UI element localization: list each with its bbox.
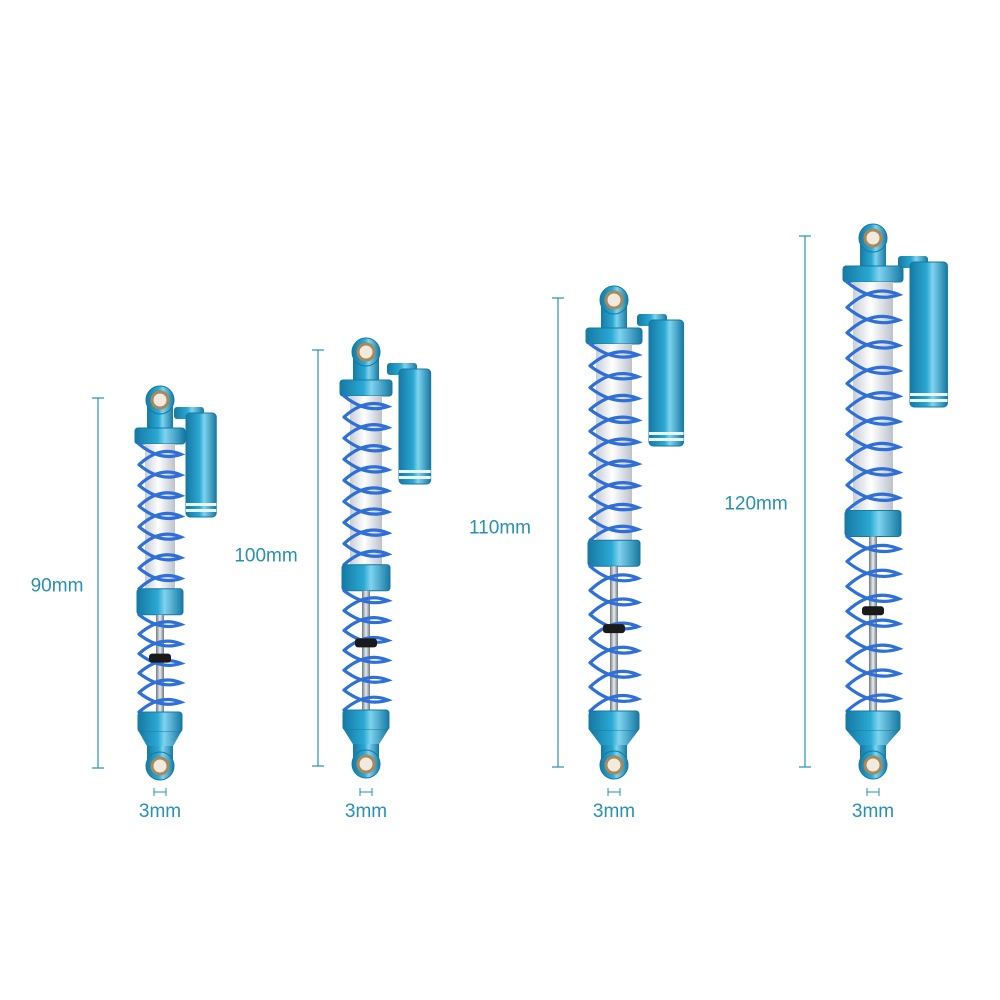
shock-1-bottom-taper [139, 732, 181, 748]
shock-4-top-collar [842, 265, 904, 283]
shock-3-bottom-taper [590, 731, 638, 747]
shock-1-bore-label: 3mm [138, 801, 182, 822]
shock-3-reservoir-ring-2 [649, 438, 684, 441]
shock-3-top-bushing [604, 290, 624, 310]
shock-1-reservoir-ring-2 [186, 509, 217, 512]
shock-1-length-label: 90mm [30, 575, 84, 597]
shock-3-bottom-collar [588, 710, 640, 732]
shock-3-bump-stop [603, 624, 625, 634]
shock-4-upper-spring [845, 280, 904, 513]
shock-4-bottom-taper [847, 731, 899, 747]
shock-4-spring-divider [844, 510, 902, 538]
shock-4-lower-spring [845, 534, 904, 713]
shock-1-bottom-collar [137, 711, 183, 733]
shock-2-top-collar [339, 379, 393, 397]
shock-3-reservoir-ring-1 [649, 432, 684, 435]
shock-4-length-label: 120mm [724, 493, 788, 515]
shock-3-top-collar [585, 327, 643, 345]
shock-1-lower-spring [137, 613, 186, 714]
shock-3-length-label: 110mm [469, 517, 531, 539]
shock-4-bottom-bushing [863, 755, 883, 775]
shock-2-upper-spring [342, 394, 393, 567]
shock-3-shaft [610, 566, 618, 711]
shock-2-bottom-taper [344, 730, 388, 746]
shock-1-bump-stop [149, 653, 171, 663]
shock-1-spring-divider [136, 588, 184, 616]
shock-2-length-label: 100mm [234, 545, 298, 567]
shock-2-reservoir-ring-2 [399, 476, 431, 479]
shock-2-bottom-bushing [356, 754, 376, 774]
shock-1-reservoir-ring-1 [186, 503, 217, 506]
shock-2-spring-divider [341, 564, 391, 592]
shock-1-top-bushing [150, 390, 170, 410]
shock-1-bottom-bushing [150, 756, 170, 776]
shock-1-reservoir [185, 412, 217, 518]
shock-3-bore-label: 3mm [592, 801, 636, 822]
shock-2-bottom-collar [342, 709, 390, 731]
shock-4-bump-stop [862, 606, 884, 616]
shock-4-reservoir-ring-1 [910, 393, 948, 396]
shock-4-reservoir [909, 261, 948, 408]
shock-3-bottom-bushing [604, 755, 624, 775]
shock-4-reservoir-ring-2 [910, 399, 948, 402]
shock-2-lower-spring [342, 589, 393, 712]
shock-2-bump-stop [355, 638, 377, 648]
shock-4-bottom-collar [845, 710, 901, 732]
shock-2-bore-label: 3mm [344, 801, 388, 822]
shock-2-top-bushing [356, 342, 376, 362]
shock-1-upper-spring [137, 442, 186, 591]
shock-1-top-collar [134, 427, 186, 445]
shock-3-reservoir [648, 319, 685, 447]
shock-4-top-bushing [863, 228, 883, 248]
shock-4-bore-label: 3mm [851, 801, 895, 822]
shock-3-spring-divider [587, 539, 641, 567]
shock-3-upper-spring [588, 342, 643, 542]
shock-2-damper-body [350, 396, 382, 565]
shock-3-lower-spring [588, 564, 643, 713]
shock-2-reservoir-ring-1 [399, 470, 431, 473]
shock-2-shaft [362, 590, 370, 710]
shock-2-reservoir [398, 368, 432, 485]
